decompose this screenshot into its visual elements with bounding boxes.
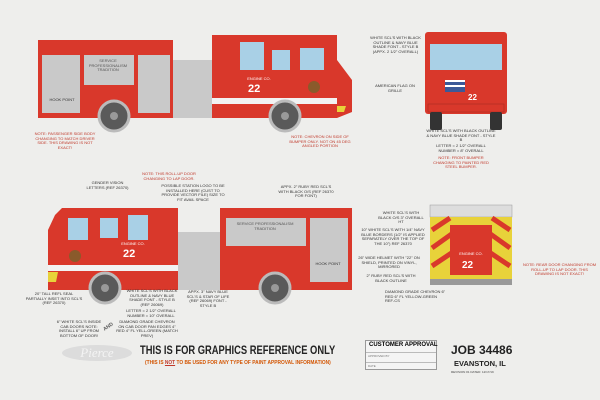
approved-by-field: APPROVED BY xyxy=(366,353,436,363)
disclaimer-not: NOT xyxy=(164,360,176,366)
side-size-note: LETTER = 2 1/2" OVERALL NUMBER = 10" OVE… xyxy=(126,308,176,318)
front-cab-lettering-note: WHITE SCL'S WITH BLACK OUTLINE & NAVY BL… xyxy=(370,35,421,54)
unit-label: ENGINE CO. xyxy=(247,76,271,81)
pierce-logo: Pierce xyxy=(62,345,132,361)
disclaimer: (THIS IS NOT TO BE USED FOR ANY TYPE OF … xyxy=(145,360,331,367)
cab-chevron-note: DIAMOND GRADE CHEVRON ON CAB DOOR PAN ED… xyxy=(116,319,178,338)
ruby-outline-note: 2" RUBY RED SCL'S WITH BLACK OUTLINE xyxy=(366,273,416,283)
side-number-note: WHITE SCL'S WITH BLACK OUTLINE & NAVY BL… xyxy=(126,288,178,307)
flag-note: AMERICAN FLAG ON GRILLE xyxy=(375,83,415,93)
bottom-compartment-text: SERVICE PROFESSIONALISM TRADITION xyxy=(236,221,294,231)
rear-chevron-note: DIAMOND GRADE CHEVRON 6" RED 6" FL YELLO… xyxy=(385,289,446,304)
passenger-side-note: NOTE: PASSENGER SIDE BODY CHANGING TO MA… xyxy=(34,131,96,150)
star-of-life-note: APPX. 3" NAVY BLUE SCL'S & STAR OF LIFE … xyxy=(186,289,230,308)
rear-unit-label: ENGINE CO. xyxy=(459,251,483,256)
disclaimer-post: TO BE USED FOR ANY TYPE OF PAINT APPROVA… xyxy=(175,360,331,366)
rear-lettering-note: WHITE SCL'S WITH BLACK O/S 3" OVERALL HT xyxy=(378,210,424,225)
date-field: DATE xyxy=(368,364,376,368)
decal-text: HOOK POINT xyxy=(49,97,75,102)
seal-note: 20" TALL REFL SEAL PARTIALLY INSET INTO … xyxy=(25,291,83,306)
job-number: JOB 34486 xyxy=(451,343,513,357)
front-unit-number: 22 xyxy=(468,93,477,102)
ruby-red-note: APPX. 2" RUBY RED SCL'S WITH BLACK O/S (… xyxy=(278,184,334,199)
bottom-unit-label: ENGINE CO. xyxy=(121,241,145,246)
front-size-note: LETTER = 2 1/2" OVERALL NUMBER = 8" OVER… xyxy=(436,143,486,153)
chevron-note: NOTE: CHEVRON ON SIDE OF BUMPER ONLY. NO… xyxy=(289,134,351,149)
compartment-text: SERVICE PROFESSIONALISM TRADITION xyxy=(88,58,128,73)
customer-approval-box: CUSTOMER APPROVAL APPROVED BY DATE xyxy=(365,340,438,370)
disclaimer-pre: (THIS IS xyxy=(145,360,165,366)
rear-unit-number: 22 xyxy=(462,260,474,271)
station-seal-icon xyxy=(308,81,320,93)
cab-doors-note: 6" WHITE SCL'S INSIDE CAB DOORS NOTE: IN… xyxy=(56,319,102,338)
border-note: 10" WHITE SCL'S WITH 1/4" NAVY BLUE BORD… xyxy=(361,227,425,246)
job-location: EVANSTON, IL xyxy=(454,359,506,368)
station-logo-note: POSSIBLE STATION LOGO TO BE INSTALLED HE… xyxy=(161,183,225,202)
gender-vision-note: GENDER VISION LETTERS (REF 26370) xyxy=(86,180,129,190)
bottom-decal-text: HOOK POINT xyxy=(315,261,341,266)
helmet-note: 26" WIDE HELMET WITH "22" ON SHIELD, PRI… xyxy=(358,255,420,270)
front-bumper-note: NOTE: FRONT BUMPER CHANGING TO PAINTED R… xyxy=(433,155,489,170)
bottom-unit-number: 22 xyxy=(123,248,136,260)
unit-number: 22 xyxy=(248,83,261,95)
approval-heading: CUSTOMER APPROVAL xyxy=(366,341,438,353)
rear-door-note: NOTE: REAR DOOR CHANGING FROM ROLL-UP TO… xyxy=(522,262,597,277)
page-title: THIS IS FOR GRAPHICS REFERENCE ONLY xyxy=(140,343,336,357)
front-number-note: WHITE SCL'S WITH BLACK OUTLINE & NAVY BL… xyxy=(426,128,496,143)
rollup-note: NOTE: THIS ROLL-UP DOOR CHANGING TO LAP … xyxy=(142,171,196,181)
revision-info: REVISION #1 DATED: 12/17/19 xyxy=(451,370,494,374)
